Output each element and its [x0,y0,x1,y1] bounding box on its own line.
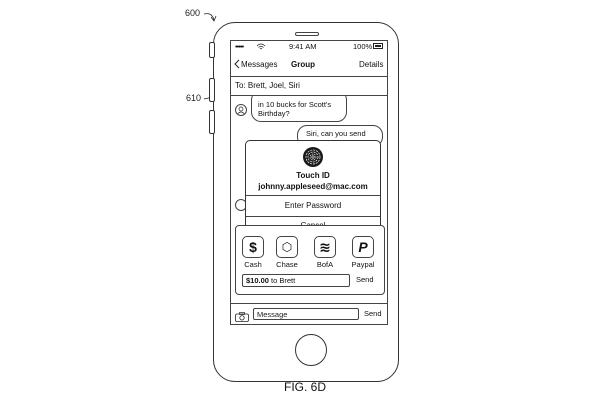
payment-amount-field[interactable]: $10.00 to Brett [242,274,350,287]
status-bar: ••••• 9:41 AM 100% [231,41,387,53]
message-input[interactable]: Message [253,308,359,320]
battery-icon [373,43,383,49]
compose-send-button[interactable]: Send [364,309,382,318]
cash-icon[interactable]: $ [242,236,264,258]
recipients-row[interactable]: To: Brett, Joel, Siri [231,76,387,96]
cash-label: Cash [244,260,262,269]
mute-switch[interactable] [209,42,215,58]
phone-screen: ••••• 9:41 AM 100% Messages Group Detail… [230,40,388,325]
details-button[interactable]: Details [359,60,384,69]
fingerprint-icon [303,147,323,167]
back-button[interactable]: Messages [241,60,278,69]
volume-up-button[interactable] [209,78,215,102]
bofa-icon[interactable]: ≋ [314,236,336,258]
conversation-title: Group [291,60,315,69]
chase-icon[interactable]: ⬡ [276,236,298,258]
camera-icon[interactable] [235,309,249,324]
touch-id-title: Touch ID [296,171,330,180]
back-chevron-icon[interactable] [234,59,240,71]
touch-id-account: johnny.appleseed@mac.com [258,182,368,191]
battery-percent: 100% [353,42,373,51]
figure-caption: FIG. 6D [283,380,326,394]
volume-down-button[interactable] [209,110,215,134]
dialog-divider-1 [246,195,380,196]
speaker-grille [295,32,319,36]
paypal-icon[interactable]: P [352,236,374,258]
callout-610: 610 [186,93,202,103]
sender-avatar [235,104,247,116]
nav-bar: Messages Group Details [231,54,387,76]
wifi-icon [256,43,266,52]
status-time: 9:41 AM [289,42,317,51]
paypal-label: Paypal [351,260,375,269]
chase-label: Chase [276,260,298,269]
payment-recipient: to Brett [268,276,296,285]
incoming-message-line-2: Birthday? [258,109,290,118]
home-button[interactable] [295,334,327,366]
outgoing-message-text: Siri, can you send [306,129,366,138]
touch-id-dialog: Touch ID johnny.appleseed@mac.com Enter … [245,140,381,235]
compose-bar: Message Send [231,303,387,324]
bofa-label: BofA [316,260,334,269]
figure-reference-600: 600 [185,8,201,18]
signal-strength-icon: ••••• [235,42,244,51]
enter-password-button[interactable]: Enter Password [284,201,342,210]
incoming-message-line-1: in 10 bucks for Scott's [258,100,332,109]
payment-amount: $10.00 [246,276,269,285]
payment-tray: $ ⬡ ≋ P Cash Chase BofA Paypal $10.00 to… [235,225,385,295]
recipients-label: To: Brett, Joel, Siri [235,81,300,90]
dialog-divider-2 [246,216,380,217]
payment-send-button[interactable]: Send [356,275,374,284]
